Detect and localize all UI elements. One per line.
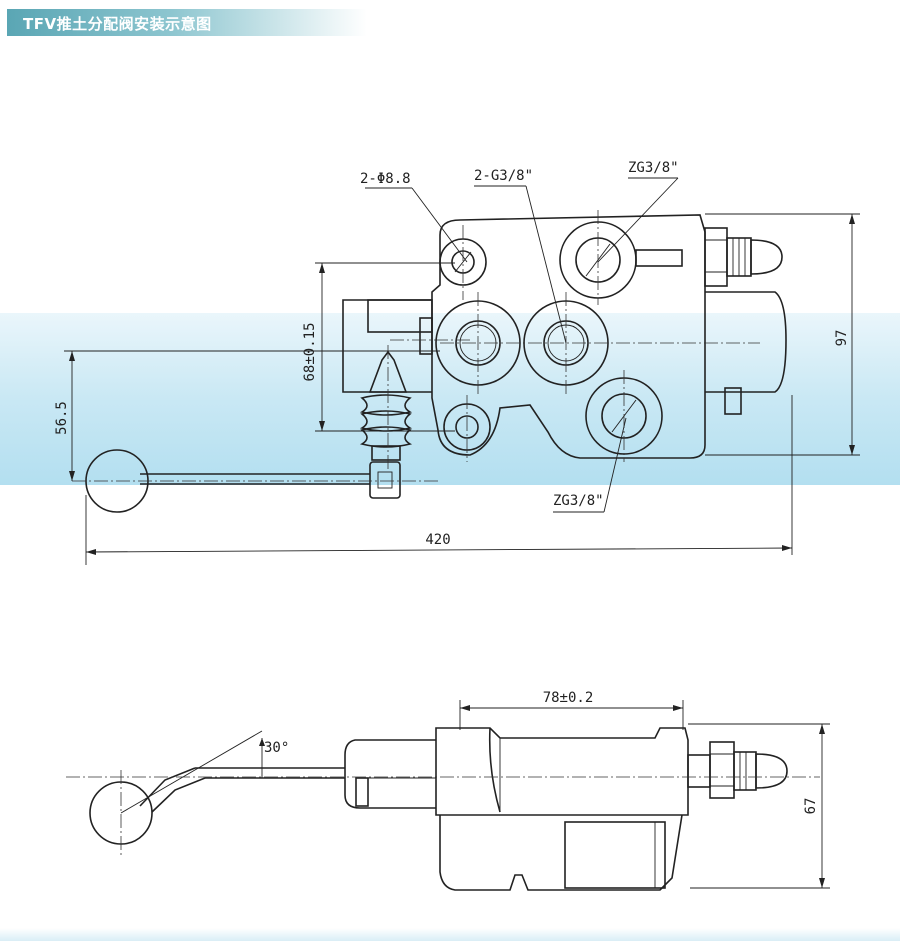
label-2-phi8-8: 2-Φ8.8 xyxy=(360,171,411,187)
front-view-dimensions: 97 68±0.15 56.5 420 2-Φ8.8 2-G3/8" ZG3/8… xyxy=(54,160,860,565)
mount-hole-bottom xyxy=(455,415,479,439)
lever-clevis xyxy=(369,461,401,499)
background-band xyxy=(0,313,900,485)
angle-30-label: 30° xyxy=(264,740,289,756)
dim-78-label: 78±0.2 xyxy=(543,690,594,706)
side-lever-bend xyxy=(139,767,196,807)
side-cap-body xyxy=(733,751,757,791)
spool-housing xyxy=(705,291,787,393)
side-view-dimensions: 78±0.2 67 xyxy=(459,690,830,889)
bellows-boot xyxy=(359,350,413,499)
cap-dome xyxy=(750,239,783,275)
side-port-block xyxy=(564,821,666,889)
page-title: TFV推土分配阀安装示意图 xyxy=(23,15,212,33)
dim-67-label: 67 xyxy=(803,798,819,815)
pipe-stub xyxy=(635,249,683,267)
bottom-band xyxy=(0,928,900,941)
side-body-upper xyxy=(435,727,689,816)
label-zg3-8-bottom: ZG3/8" xyxy=(553,493,604,509)
dim-420-label: 420 xyxy=(425,532,450,548)
left-housing xyxy=(342,299,432,393)
valve-side-view: 30° xyxy=(66,727,820,891)
dim-56-5-label: 56.5 xyxy=(54,401,70,435)
valve-front-view xyxy=(72,210,787,513)
title-bar: TFV推土分配阀安装示意图 xyxy=(7,9,367,36)
label-2-g3-8: 2-G3/8" xyxy=(474,168,533,184)
side-body-lower xyxy=(439,814,683,891)
valve-body-outline xyxy=(431,214,706,459)
side-cap-dome xyxy=(755,753,788,789)
side-hex-nut xyxy=(709,741,735,799)
dim-97-label: 97 xyxy=(834,330,850,347)
dim-68-label: 68±0.15 xyxy=(302,322,318,381)
spool-plug xyxy=(724,387,742,415)
label-zg3-8-top: ZG3/8" xyxy=(628,160,679,176)
hex-nut xyxy=(704,227,728,287)
